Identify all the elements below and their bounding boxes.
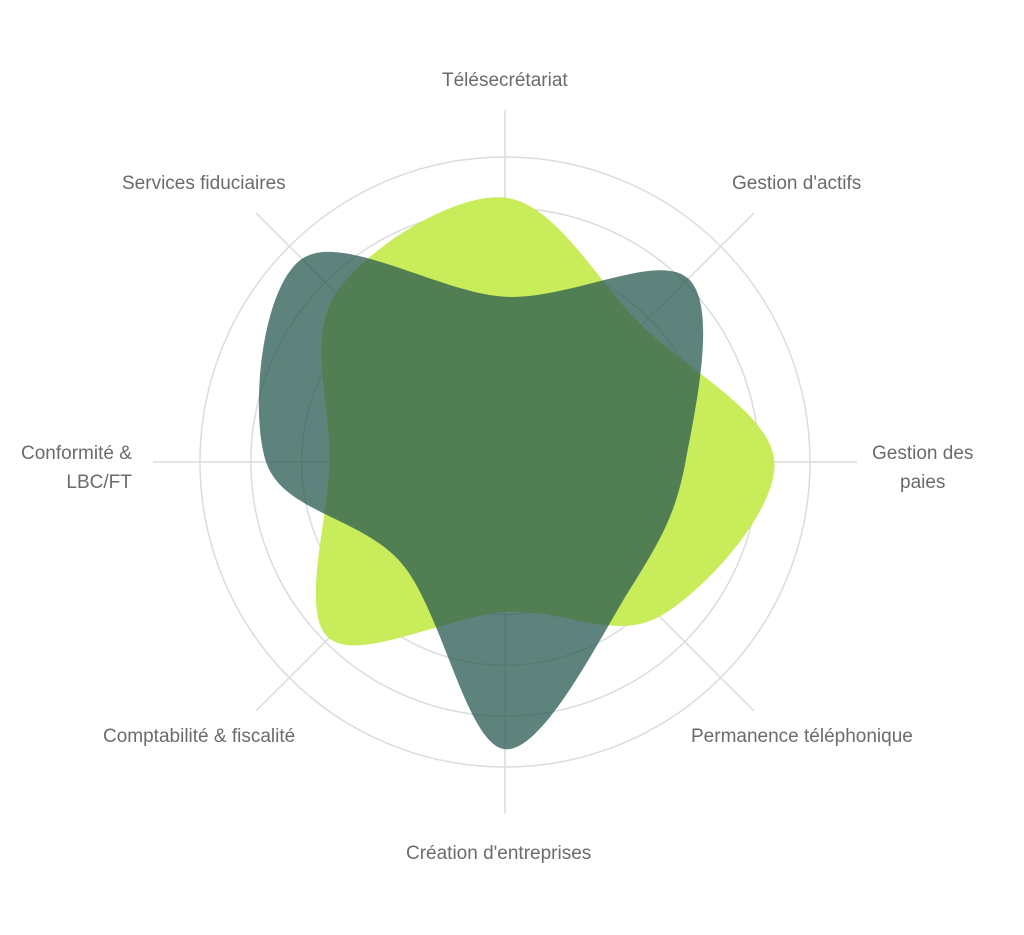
axis-label-conformite: Conformité & LBC/FT [21, 439, 132, 497]
axis-label-gestion-paies: Gestion des paies [872, 439, 973, 497]
axis-label-gestion-paies-line2: paies [900, 472, 946, 493]
axis-label-creation: Création d'entreprises [406, 843, 592, 864]
axis-label-gestion-actifs: Gestion d'actifs [732, 173, 862, 194]
axis-label-services-fiduciaires: Services fiduciaires [122, 173, 286, 194]
axis-label-telesecretariat: Télésecrétariat [442, 70, 568, 91]
series-area-2 [258, 251, 704, 750]
axis-label-gestion-paies-line1: Gestion des [872, 443, 974, 464]
axis-label-permanence: Permanence téléphonique [691, 726, 913, 747]
axis-label-conformite-line1: Conformité & [21, 443, 132, 464]
axis-label-conformite-line2: LBC/FT [66, 472, 132, 493]
axis-label-comptabilite: Comptabilité & fiscalité [103, 726, 296, 747]
